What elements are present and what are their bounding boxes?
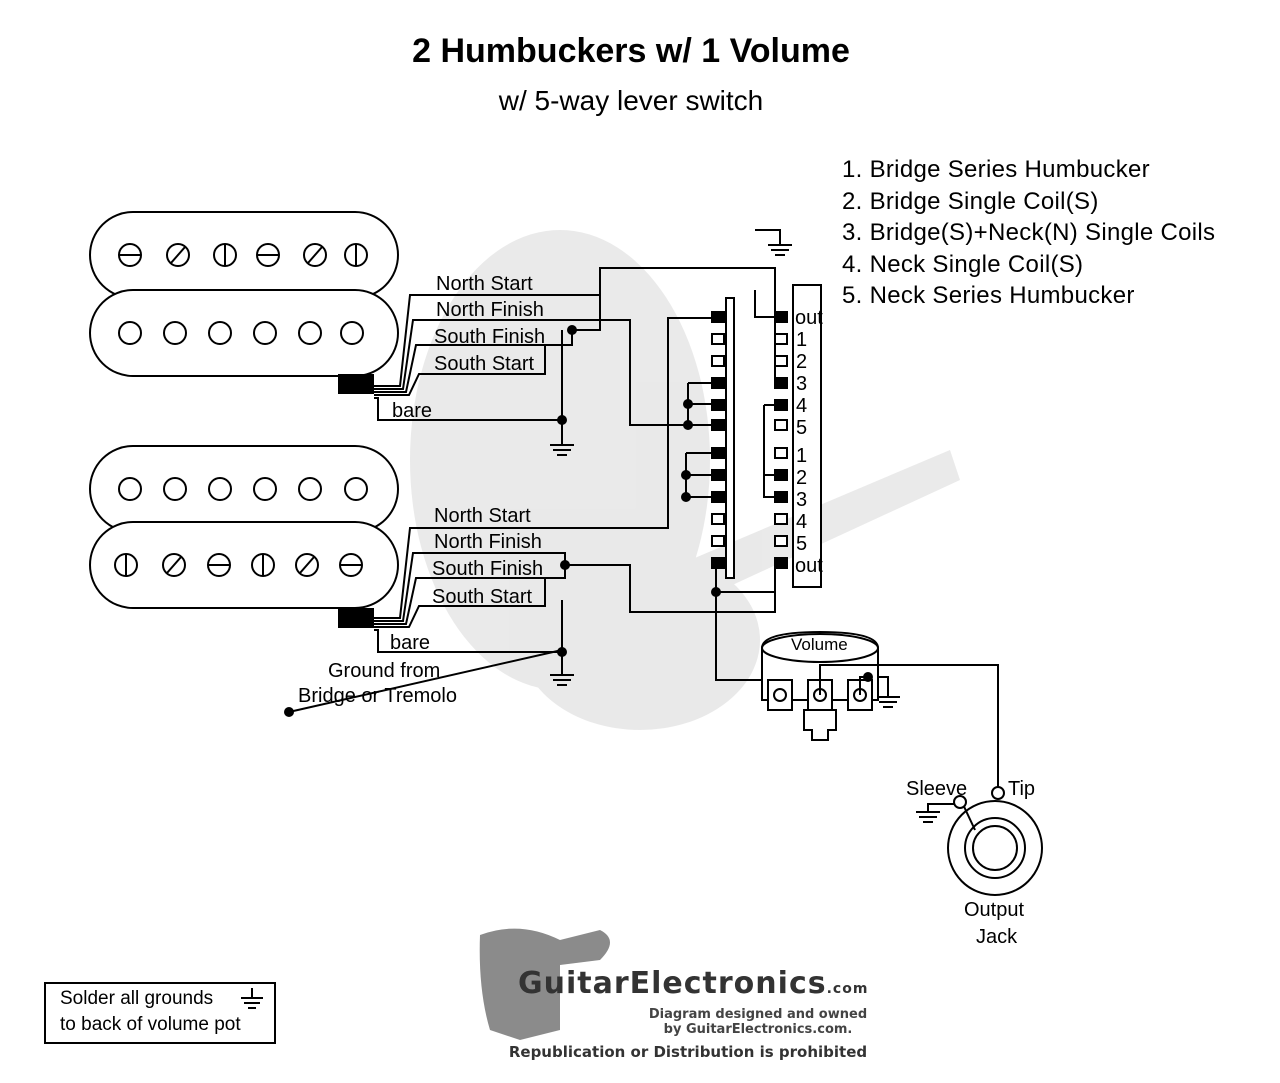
- volume-label: Volume: [791, 635, 848, 654]
- legend-item: 4. Neck Single Coil(S): [842, 250, 1084, 278]
- ground-note-line2: Bridge or Tremolo: [298, 685, 457, 707]
- bridge-pole-pieces: [118, 477, 368, 501]
- brand-name-row: GuitarElectronics.com: [508, 966, 888, 1001]
- neck-pole-screws: [118, 243, 368, 267]
- output-jack: [947, 786, 1043, 896]
- legend-item: 3. Bridge(S)+Neck(N) Single Coils: [842, 219, 1216, 246]
- switch-upper-label: 1: [796, 329, 807, 351]
- switch-upper-label: out: [795, 307, 823, 329]
- bridge-pole-screws: [114, 553, 363, 577]
- jack-label-line2: Jack: [976, 926, 1018, 948]
- bridge-wire-label: North Finish: [434, 531, 542, 553]
- neck-pole-pieces: [118, 321, 364, 345]
- switch-lower-label: out: [795, 555, 823, 577]
- neck-wire-label: South Start: [434, 353, 535, 375]
- switch-lower-label: 2: [796, 467, 807, 489]
- neck-bare-label: bare: [392, 400, 432, 422]
- note-line2: to back of volume pot: [60, 1014, 241, 1035]
- switch-upper-label: 4: [796, 395, 807, 417]
- switch-upper-label: 3: [796, 373, 807, 395]
- bridge-humbucker: [89, 445, 399, 609]
- volume-pot: [761, 630, 879, 741]
- brand-suffix: .com: [826, 981, 869, 997]
- switch-solder-joints: [284, 325, 785, 717]
- switch-left-lugs: [711, 311, 725, 569]
- pot-solder-joint: [863, 672, 873, 682]
- bridge-bare-label: bare: [390, 632, 430, 654]
- switch-lower-label: 4: [796, 511, 807, 533]
- neck-humbucker: [89, 211, 399, 377]
- jack-tip-label: Tip: [1008, 778, 1035, 800]
- switch-lower-label: 1: [796, 445, 807, 467]
- brand-line1: Diagram designed and owned: [648, 1007, 868, 1022]
- brand-notice: Republication or Distribution is prohibi…: [508, 1043, 868, 1061]
- legend-item: 1. Bridge Series Humbucker: [842, 156, 1150, 183]
- brand-logo-icon: [479, 928, 610, 1040]
- brand-line2: by GuitarElectronics.com.: [663, 1022, 853, 1037]
- jack-label-line1: Output: [964, 899, 1024, 921]
- solder-grounds-note: Solder all grounds to back of volume pot: [44, 982, 276, 1044]
- switch-upper-label: 5: [796, 417, 807, 439]
- switch-lower-label: 5: [796, 533, 807, 555]
- legend-item: 5. Neck Series Humbucker: [842, 282, 1135, 309]
- ground-icon: [550, 229, 960, 823]
- page-subtitle: w/ 5-way lever switch: [498, 85, 764, 116]
- switch-positions-legend: 1. Bridge Series Humbucker 2. Bridge Sin…: [842, 154, 1215, 312]
- neck-wire-label: North Start: [436, 273, 533, 295]
- note-line1: Solder all grounds: [60, 988, 214, 1009]
- bridge-wire-label: South Finish: [432, 558, 543, 580]
- brand-name: GuitarElectronics: [518, 966, 827, 1001]
- jack-sleeve-label: Sleeve: [906, 778, 967, 800]
- switch-lower-label: 3: [796, 489, 807, 511]
- switch-upper-label: 2: [796, 351, 807, 373]
- page-title: 2 Humbuckers w/ 1 Volume: [412, 32, 850, 70]
- five-way-switch: [725, 284, 822, 588]
- ground-icon: [241, 988, 263, 1009]
- bridge-wire-label: South Start: [432, 586, 533, 608]
- neck-wire-label: South Finish: [434, 326, 545, 348]
- brand-footer: GuitarElectronics.com Diagram designed a…: [508, 966, 888, 1061]
- neck-pickup-lead-exit: [338, 374, 374, 394]
- neck-wire-label: North Finish: [436, 299, 544, 321]
- bridge-wire-label: North Start: [434, 505, 531, 527]
- switch-jumpers: [685, 290, 785, 681]
- bridge-pickup-wires: [288, 317, 776, 713]
- bridge-pickup-lead-exit: [338, 608, 374, 628]
- legend-item: 2. Bridge Single Coil(S): [842, 187, 1099, 215]
- ground-note-line1: Ground from: [328, 660, 440, 682]
- switch-right-lugs: [774, 311, 788, 569]
